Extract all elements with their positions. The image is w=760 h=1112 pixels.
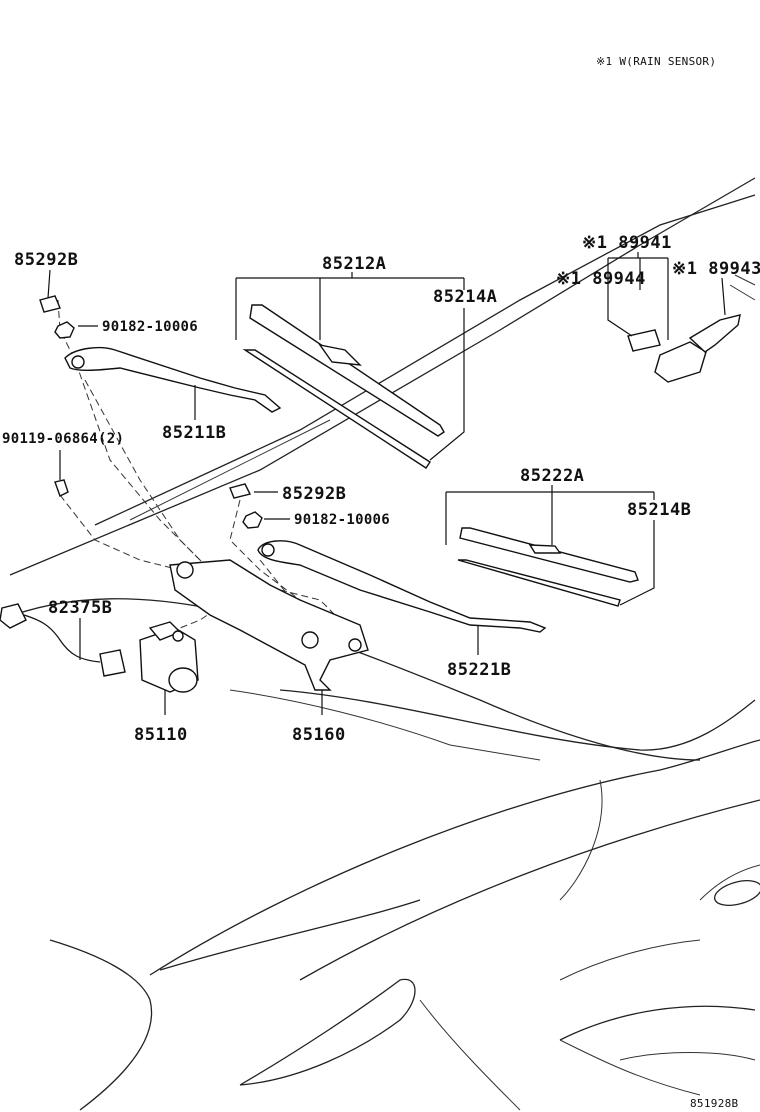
- part-label-89943[interactable]: ※1 89943: [672, 259, 760, 279]
- part-label-85110[interactable]: 85110: [134, 725, 188, 745]
- part-label-89944[interactable]: ※1 89944: [556, 269, 646, 289]
- leader-lines: [47, 252, 726, 715]
- part-label-85214a[interactable]: 85214A: [433, 287, 497, 307]
- part-label-90182-mid[interactable]: 90182-10006: [294, 512, 390, 528]
- part-label-89941[interactable]: ※1 89941: [582, 233, 672, 253]
- nut-90182-top: [54, 321, 75, 339]
- wiper-blade-85212a: [242, 304, 445, 469]
- part-label-82375b[interactable]: 82375B: [48, 598, 112, 618]
- wiper-arm-85221b: [257, 540, 547, 633]
- wiper-linkage-85160: [169, 559, 369, 691]
- part-label-85212a[interactable]: 85212A: [322, 254, 386, 274]
- harness-82375b: [0, 603, 126, 677]
- cap-85292b-mid: [229, 483, 252, 499]
- sensor-pad-89944: [627, 329, 661, 352]
- cap-85292b-top: [39, 295, 61, 313]
- part-label-85292b-mid[interactable]: 85292B: [282, 484, 346, 504]
- diagram-id: 851928B: [690, 1097, 739, 1110]
- part-label-85211b[interactable]: 85211B: [162, 423, 226, 443]
- wiper-motor-85110: [139, 621, 199, 693]
- rain-sensor-89943: [654, 314, 741, 383]
- nut-90182-mid: [242, 511, 263, 529]
- wiper-arm-pivot-icon: [71, 355, 85, 369]
- part-label-90182-top[interactable]: 90182-10006: [102, 319, 198, 335]
- wiper-blade-85222a: [457, 527, 639, 607]
- bolt-90119: [54, 479, 69, 497]
- vehicle-body-outline: [0, 177, 760, 1111]
- wiper-arm-pivot-2-icon: [261, 543, 275, 557]
- part-label-85221b[interactable]: 85221B: [447, 660, 511, 680]
- part-label-90119[interactable]: 90119-06864(2): [2, 431, 124, 447]
- part-label-85160[interactable]: 85160: [292, 725, 346, 745]
- part-label-85292b-top[interactable]: 85292B: [14, 250, 78, 270]
- part-label-85214b[interactable]: 85214B: [627, 500, 691, 520]
- rain-sensor-note: ※1 W(RAIN SENSOR): [596, 55, 716, 68]
- wiper-arm-85211b: [64, 346, 282, 413]
- part-label-85222a[interactable]: 85222A: [520, 466, 584, 486]
